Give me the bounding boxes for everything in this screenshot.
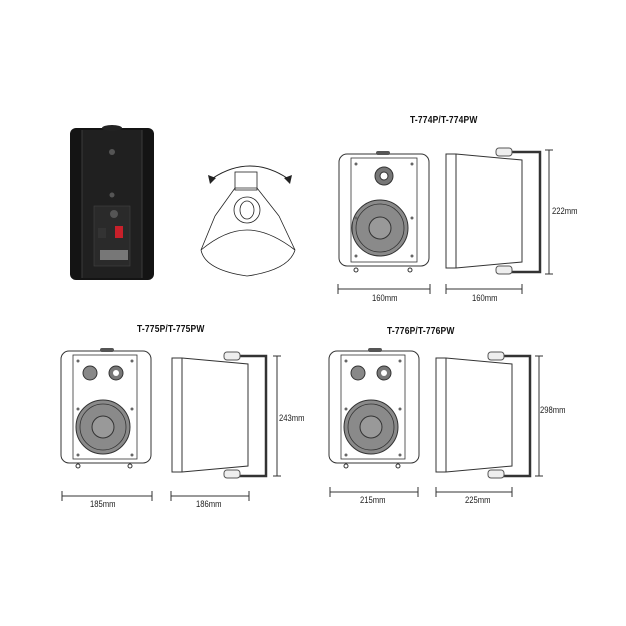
width-label: 160mm (372, 293, 398, 303)
width-dimension-line (329, 487, 419, 497)
height-dimension-line (545, 149, 553, 275)
height-dimension-line (535, 355, 543, 477)
speaker-side-view-icon (171, 351, 268, 479)
depth-dimension-line (170, 491, 250, 501)
depth-label: 160mm (472, 293, 498, 303)
height-label: 243mm (279, 413, 305, 423)
speaker-rear-icon (70, 125, 154, 280)
height-label: 222mm (552, 206, 578, 216)
depth-dimension-line (445, 284, 523, 294)
speaker-front-view-icon (338, 151, 430, 273)
width-label: 185mm (90, 499, 116, 509)
bracket-rotation-diagram (195, 160, 305, 285)
speaker-side-view-icon (435, 351, 532, 479)
height-label: 298mm (540, 405, 566, 415)
width-dimension-line (337, 284, 431, 294)
depth-dimension-line (435, 487, 513, 497)
width-label: 215mm (360, 495, 386, 505)
depth-label: 186mm (196, 499, 222, 509)
speaker-front-view-icon (60, 348, 152, 469)
width-dimension-line (61, 491, 153, 501)
model-title: T-775P/T-775PW (137, 324, 205, 335)
speaker-front-view-icon (328, 348, 420, 469)
height-dimension-line (273, 355, 281, 477)
model-title: T-776P/T-776PW (387, 326, 455, 337)
rear-speaker-photo (68, 122, 156, 282)
model-title: T-774P/T-774PW (410, 115, 478, 126)
rotation-arrow-icon (200, 165, 296, 277)
depth-label: 225mm (465, 495, 491, 505)
speaker-side-view-icon (445, 147, 542, 275)
